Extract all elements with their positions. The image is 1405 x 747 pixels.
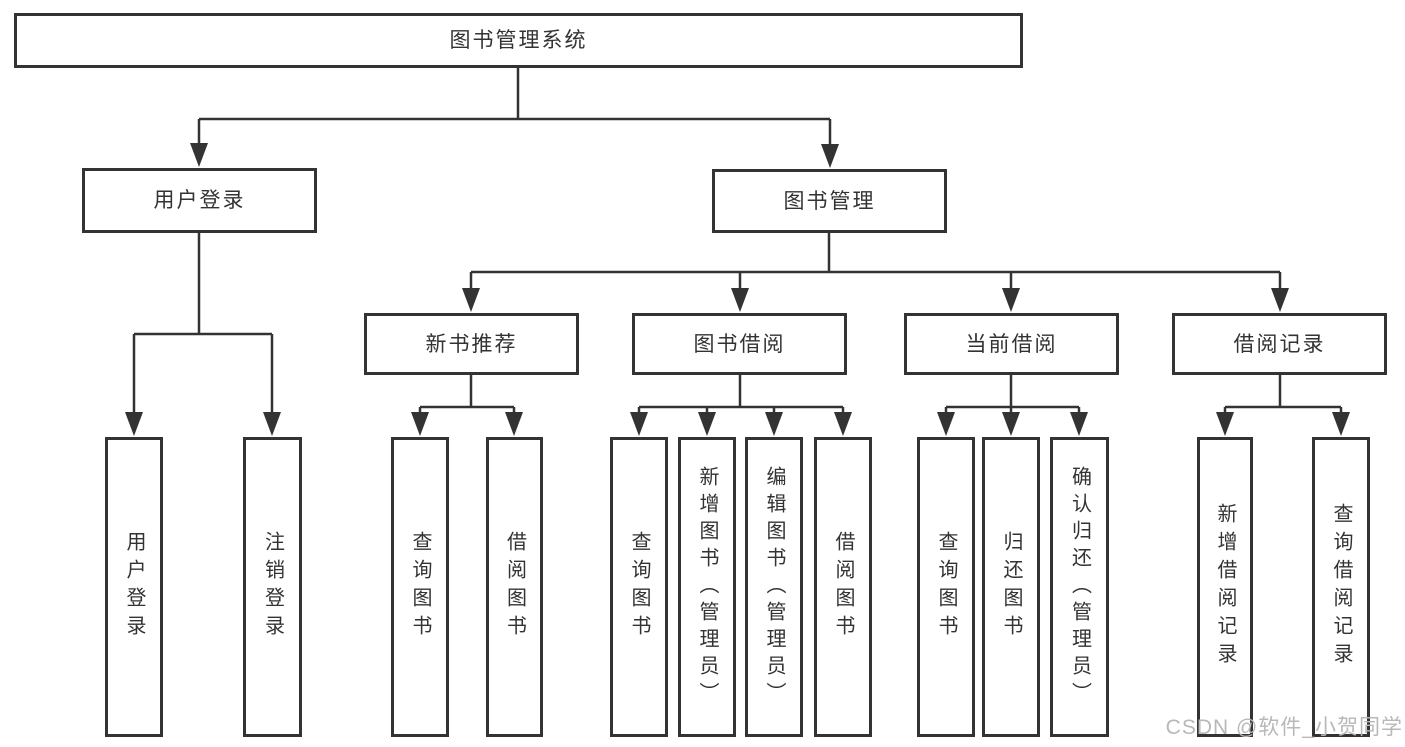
- node-borrowing-records: 借阅记录: [1172, 313, 1387, 375]
- node-user-login: 用户登录: [82, 168, 317, 233]
- csdn-watermark: CSDN @软件_小贺同学: [1165, 716, 1403, 739]
- leaf-return-book: 归还图书: [982, 437, 1040, 737]
- leaf-add-book-admin: 新增图书（管理员）: [678, 437, 736, 737]
- leaf-borrow-books-recommend: 借阅图书: [486, 437, 543, 737]
- node-book-borrowing: 图书借阅: [632, 313, 847, 375]
- leaf-add-borrow-record: 新增借阅记录: [1197, 437, 1253, 737]
- node-new-book-recommend: 新书推荐: [364, 313, 579, 375]
- leaf-confirm-return-admin: 确认归还（管理员）: [1050, 437, 1109, 737]
- node-book-management: 图书管理: [712, 169, 947, 233]
- arrowheads: [125, 143, 1350, 436]
- leaf-query-books-borrow: 查询图书: [610, 437, 668, 737]
- node-current-borrowing: 当前借阅: [904, 313, 1119, 375]
- connector-strokes: [132, 68, 1343, 416]
- leaf-query-books-current: 查询图书: [917, 437, 975, 737]
- leaf-logout: 注销登录: [243, 437, 302, 737]
- node-root: 图书管理系统: [14, 13, 1023, 68]
- leaf-borrow-books: 借阅图书: [814, 437, 872, 737]
- leaf-user-login: 用户登录: [105, 437, 163, 737]
- leaf-edit-book-admin: 编辑图书（管理员）: [745, 437, 803, 737]
- leaf-query-borrow-record: 查询借阅记录: [1312, 437, 1370, 737]
- leaf-query-books-recommend: 查询图书: [391, 437, 449, 737]
